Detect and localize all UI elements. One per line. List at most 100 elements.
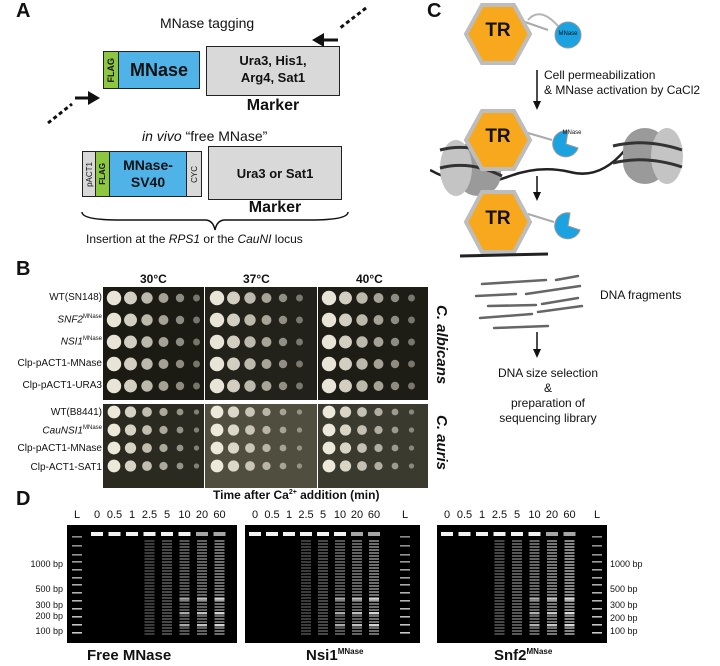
gel-band <box>162 567 172 569</box>
gel-band <box>529 615 540 617</box>
gel-band <box>318 549 328 551</box>
gel-band <box>72 561 82 563</box>
gel-band <box>335 591 345 593</box>
gel-band <box>512 621 522 623</box>
gel-band <box>547 630 557 632</box>
colony-spot <box>279 426 287 434</box>
gel-band <box>197 591 207 593</box>
gel-band <box>494 633 505 635</box>
gel-band <box>547 624 557 627</box>
gel-band <box>529 552 540 554</box>
gel-band <box>197 606 207 608</box>
colony-spot <box>175 381 185 391</box>
colony-spot <box>245 461 255 471</box>
gel-band <box>494 540 505 542</box>
gel-band <box>529 600 540 602</box>
gel-band <box>318 621 328 623</box>
lane-label: 2.5 <box>298 509 314 521</box>
bp-left-300: 300 bp <box>35 600 63 610</box>
gel-band <box>301 612 311 614</box>
gel-band <box>162 582 172 584</box>
gel-band <box>335 594 345 596</box>
colony-spot <box>107 423 121 437</box>
gel-band <box>547 609 557 611</box>
gel-band <box>592 608 602 610</box>
gel-band <box>529 567 540 569</box>
mnase-box: MNase <box>118 51 200 89</box>
gel-band <box>335 624 345 627</box>
colony-spot <box>245 425 255 435</box>
colony-spot <box>374 443 383 453</box>
gel-band <box>592 561 602 563</box>
gel-band <box>547 564 557 566</box>
gel-band <box>494 567 505 569</box>
gel-band <box>301 579 311 581</box>
plate-37-auris <box>205 404 317 488</box>
gel-band <box>335 603 345 605</box>
gel-band <box>162 585 172 587</box>
colony-spot <box>227 291 240 305</box>
gel-band <box>179 585 190 587</box>
gel-band <box>352 549 362 551</box>
gel-band <box>529 582 540 584</box>
colony-spot <box>408 409 415 415</box>
gel-band <box>547 552 557 554</box>
gel-band <box>352 558 362 560</box>
plate-40-albicans <box>318 287 428 400</box>
colony-spot <box>227 313 240 327</box>
gel-band <box>369 591 379 593</box>
gel-band <box>335 570 345 572</box>
colony-spot <box>356 336 368 348</box>
temp-37: 37°C <box>243 272 270 286</box>
gel-band <box>564 549 575 551</box>
gel-band <box>162 546 172 548</box>
lane-label: 5 <box>319 509 327 521</box>
gel-title-nsi1: Nsi1MNase <box>306 647 364 664</box>
gel-band <box>335 564 345 566</box>
gel-band <box>301 600 311 602</box>
gel-nsi1 <box>245 525 420 643</box>
gel-band <box>214 555 225 557</box>
gel-band <box>301 564 311 566</box>
colony-spot <box>261 337 272 347</box>
colony-spot <box>209 356 225 372</box>
gel-band <box>197 630 207 632</box>
marker-list-top: Ura3, His1, Arg4, Sat1 <box>239 53 307 85</box>
colony-spot <box>158 293 169 303</box>
lane-label: 0 <box>93 509 101 521</box>
colony-spot <box>227 379 240 393</box>
gel-band <box>512 612 522 614</box>
bp-left-100: 100 bp <box>35 626 63 636</box>
strain-albicans-5: Clp-pACT1-URA3 <box>22 380 102 391</box>
colony-spot <box>159 425 168 435</box>
gel-band <box>352 630 362 632</box>
gel-band <box>512 603 522 605</box>
gel-band <box>179 549 190 551</box>
lane-label: 5 <box>513 509 521 521</box>
gel-band <box>368 532 380 536</box>
gel-band <box>179 624 190 627</box>
colony-spot <box>142 461 152 471</box>
gel-band <box>213 532 226 536</box>
gel-band <box>400 608 410 610</box>
gel-band <box>512 576 522 578</box>
colony-spot <box>408 382 415 390</box>
lane-label: L <box>593 509 601 521</box>
gel-band <box>400 624 410 626</box>
gel-band <box>547 627 557 629</box>
lane-label: 1 <box>478 509 486 521</box>
gel-band <box>494 546 505 548</box>
gel-band <box>144 621 155 623</box>
colony-spot <box>106 378 122 394</box>
gel-band <box>197 598 207 601</box>
gel-band <box>214 564 225 566</box>
colony-spot <box>176 444 184 452</box>
colony-spot <box>209 312 225 328</box>
gel-band <box>564 567 575 569</box>
gel-band <box>369 543 379 545</box>
colony-spot <box>408 445 415 451</box>
colony-spot <box>193 294 200 302</box>
colony-spot <box>245 443 255 453</box>
colony-spot <box>296 360 303 368</box>
gel-band <box>369 630 379 632</box>
